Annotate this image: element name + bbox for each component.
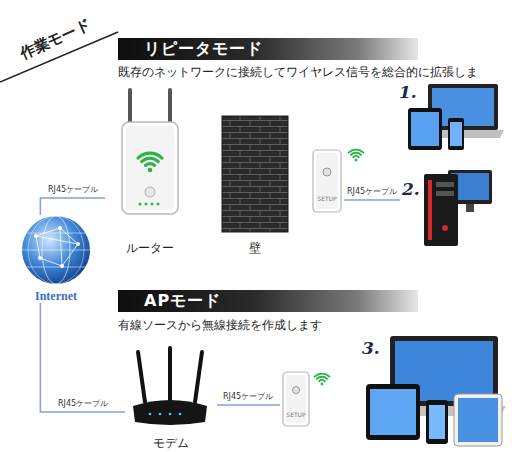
node-label: リピータモード <box>144 39 263 58</box>
node-label: 2. <box>402 179 420 199</box>
wall-picture <box>222 116 288 232</box>
mode-banner: リピータモード <box>118 38 418 60</box>
pc-picture <box>428 180 432 240</box>
router-node: ルーター <box>105 85 195 255</box>
internet-node: Internet <box>10 215 102 303</box>
devices-picture <box>408 84 504 150</box>
node-label: APモード <box>144 291 221 310</box>
devices-picture <box>370 389 416 435</box>
router-picture <box>151 203 154 206</box>
cable-label: RJ45ケーブル <box>222 392 274 402</box>
cable-line <box>40 198 105 215</box>
repeater-node: SETUP <box>280 368 312 430</box>
repeater-picture <box>283 372 309 426</box>
device-node: 2. <box>400 165 478 250</box>
router-picture <box>145 187 155 197</box>
cable-line <box>40 303 125 412</box>
mode-banner: APモード <box>118 290 418 312</box>
modem-picture <box>149 413 152 416</box>
device-node: 1. <box>395 78 507 153</box>
repeater-picture <box>286 375 306 423</box>
cable-label: RJ45ケーブル <box>346 187 398 197</box>
mode-description: 既存のネットワークに接続してワイヤレス信号を総合的に拡張しま <box>118 64 478 81</box>
devices-picture <box>448 118 464 150</box>
modem-picture <box>195 352 202 402</box>
router-picture <box>122 88 178 214</box>
cable-label: RJ45ケーブル <box>47 185 99 195</box>
globe-icon <box>22 216 90 284</box>
wall-picture <box>222 116 288 232</box>
cable-label: RJ45ケーブル <box>57 399 109 409</box>
globe-icon <box>60 264 64 268</box>
pc-picture <box>436 182 454 187</box>
modem-picture <box>133 348 207 425</box>
globe-icon <box>34 234 38 238</box>
globe-icon <box>22 216 90 284</box>
repeater-node: SETUP <box>310 148 344 216</box>
cable-line <box>217 404 280 406</box>
repeater-picture <box>323 168 331 176</box>
node-label: 壁 <box>249 241 261 255</box>
node-label: Internet <box>35 289 77 303</box>
modem-picture <box>159 413 162 416</box>
pc-picture <box>466 204 474 212</box>
pc-picture <box>424 174 458 246</box>
repeater-picture <box>316 153 338 209</box>
cable-line <box>344 199 400 201</box>
devices-picture <box>411 112 439 146</box>
devices-picture <box>458 398 498 442</box>
router-picture <box>126 126 174 210</box>
router-picture <box>138 153 162 172</box>
modem-picture <box>168 348 172 400</box>
mode-description: 有線ソースから無線接続を作成します <box>118 317 322 334</box>
globe-icon <box>58 226 62 230</box>
repeater-picture <box>313 150 341 212</box>
devices-picture <box>429 405 445 439</box>
wall-node: 壁 <box>215 110 295 255</box>
devices-picture <box>450 122 462 146</box>
devices-picture <box>408 108 442 150</box>
devices-picture <box>426 400 448 444</box>
node-label: 3. <box>362 338 380 358</box>
modem-node: モデム <box>125 345 217 450</box>
repeater-picture <box>283 372 329 426</box>
node-label: ルーター <box>126 241 174 255</box>
repeater-picture <box>293 387 300 394</box>
modem-picture <box>179 413 182 416</box>
node-label: 1. <box>399 82 417 102</box>
diagram-title: 作業モード <box>17 16 93 64</box>
pc-picture <box>424 170 492 246</box>
globe-icon <box>76 242 80 246</box>
node-label: モデム <box>153 436 189 450</box>
repeater-picture <box>313 150 363 212</box>
repeater-picture <box>315 374 330 386</box>
device-node: 3. <box>352 332 507 448</box>
devices-picture <box>366 336 506 446</box>
globe-icon <box>36 228 78 266</box>
globe-icon <box>22 233 90 267</box>
devices-picture <box>366 384 420 440</box>
modem-picture <box>169 413 172 416</box>
router-picture <box>139 203 142 206</box>
router-picture <box>122 122 178 214</box>
router-picture <box>145 203 148 206</box>
pc-picture <box>436 191 454 196</box>
pc-picture <box>442 225 448 231</box>
wall-picture <box>222 116 288 232</box>
node-label: SETUP <box>286 411 305 418</box>
globe-icon <box>38 256 42 260</box>
modem-picture <box>133 400 207 425</box>
router-picture <box>157 203 160 206</box>
node-label: SETUP <box>317 195 336 202</box>
modem-picture <box>138 352 145 402</box>
repeater-picture <box>349 150 364 162</box>
devices-picture <box>454 394 502 446</box>
